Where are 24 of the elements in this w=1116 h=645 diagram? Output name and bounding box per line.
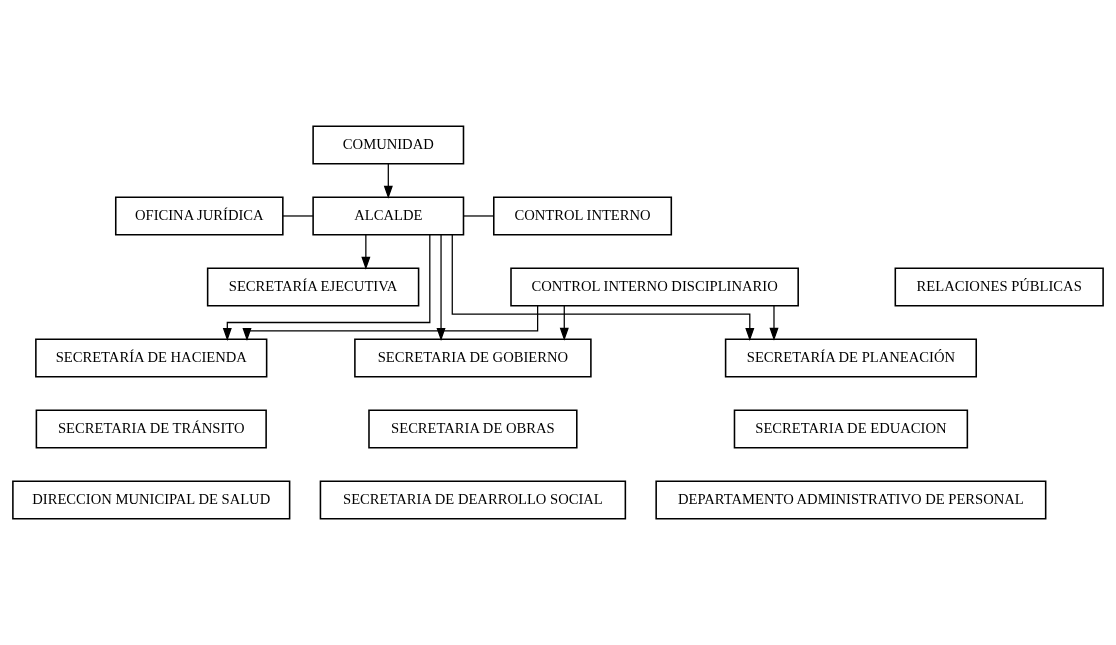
node-box: DIRECCION MUNICIPAL DE SALUD	[12, 480, 291, 520]
node-box: SECRETARIA DE TRÁNSITO	[35, 409, 267, 449]
arrow	[451, 234, 755, 342]
node-box: SECRETARIA DE EDUACION	[733, 409, 969, 449]
node-box: CONTROL INTERNO	[493, 196, 673, 236]
arrow	[769, 305, 779, 341]
arrow	[361, 234, 371, 270]
node-box: DEPARTAMENTO ADMINISTRATIVO DE PERSONAL	[655, 480, 1047, 520]
node-box: SECRETARÍA EJECUTIVA	[206, 267, 420, 307]
node-box: SECRETARÍA DE PLANEACIÓN	[724, 338, 977, 378]
node-box: RELACIONES PÚBLICAS	[894, 267, 1104, 307]
connector	[463, 215, 495, 217]
node-box: SECRETARIA DE OBRAS	[368, 409, 578, 449]
node-box: COMUNIDAD	[312, 125, 465, 165]
node-box: CONTROL INTERNO DISCIPLINARIO	[510, 267, 799, 307]
node-box: ALCALDE	[312, 196, 465, 236]
arrow	[383, 163, 393, 199]
node-box: SECRETARÍA DE HACIENDA	[35, 338, 268, 378]
arrow	[559, 305, 569, 341]
node-box: SECRETARIA DE GOBIERNO	[354, 338, 592, 378]
node-box: SECRETARIA DE DEARROLLO SOCIAL	[319, 480, 627, 520]
arrow	[222, 234, 431, 341]
node-box: OFICINA JURÍDICA	[114, 196, 284, 236]
connector	[282, 215, 314, 217]
